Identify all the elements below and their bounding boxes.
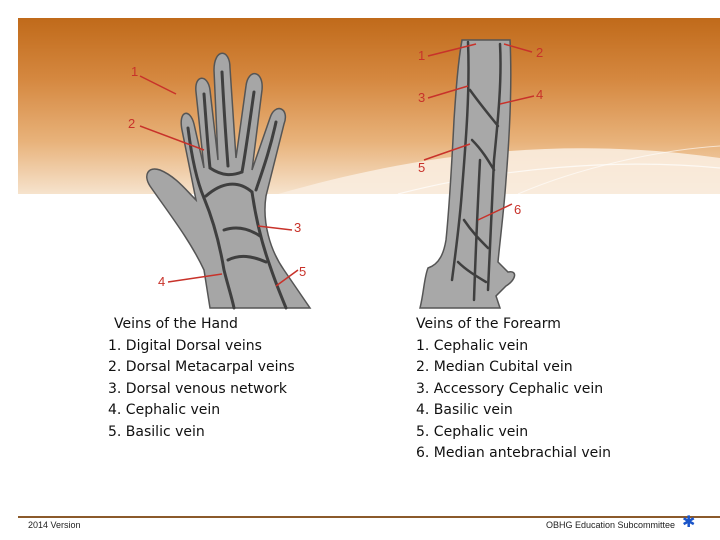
forearm-caption-item: 6. Median antebrachial vein <box>416 445 611 461</box>
forearm-callout-1: 1 <box>418 48 426 63</box>
hand-caption-item: 4. Cephalic vein <box>108 402 221 418</box>
footer-committee: OBHG Education Subcommittee <box>546 520 676 530</box>
forearm-callout-2: 2 <box>536 45 544 60</box>
forearm-callout-4: 4 <box>536 87 544 102</box>
forearm-caption: Veins of the Forearm 1. Cephalic vein 2.… <box>416 314 611 465</box>
hand-caption-item: 5. Basilic vein <box>108 423 205 440</box>
hand-caption-item: 2. Dorsal Metacarpal veins <box>108 359 295 375</box>
forearm-callout-6: 6 <box>514 202 522 217</box>
callout-leaders <box>139 43 535 287</box>
hand-caption-item: 3. Dorsal venous network <box>108 380 287 397</box>
forearm-caption-title: Veins of the Forearm <box>416 316 561 332</box>
vein-illustrations <box>139 39 535 310</box>
hand-caption: Veins of the Hand 1. Digital Dorsal vein… <box>108 314 295 443</box>
footer-version: 2014 Version <box>28 520 81 530</box>
hand-callout-3: 3 <box>294 220 302 235</box>
forearm-caption-item: 2. Median Cubital vein <box>416 359 573 375</box>
hand-illustration <box>146 52 312 310</box>
hand-caption-item: 1. Digital Dorsal veins <box>108 337 262 354</box>
forearm-callout-5: 5 <box>418 160 426 175</box>
star-of-life-icon: ✱ <box>682 514 696 531</box>
hand-caption-title: Veins of the Hand <box>114 316 238 332</box>
hand-callout-5: 5 <box>299 264 307 279</box>
forearm-caption-item: 5. Cephalic vein <box>416 423 529 440</box>
hand-callout-4: 4 <box>158 274 166 289</box>
forearm-caption-item: 1. Cephalic vein <box>416 337 529 354</box>
hand-callout-1: 1 <box>131 64 139 79</box>
hand-callout-2: 2 <box>128 116 136 131</box>
footer-rule <box>18 516 720 518</box>
forearm-callout-3: 3 <box>418 90 426 105</box>
forearm-caption-item: 3. Accessory Cephalic vein <box>416 380 604 397</box>
forearm-caption-item: 4. Basilic vein <box>416 402 513 418</box>
forearm-illustration <box>419 39 516 309</box>
